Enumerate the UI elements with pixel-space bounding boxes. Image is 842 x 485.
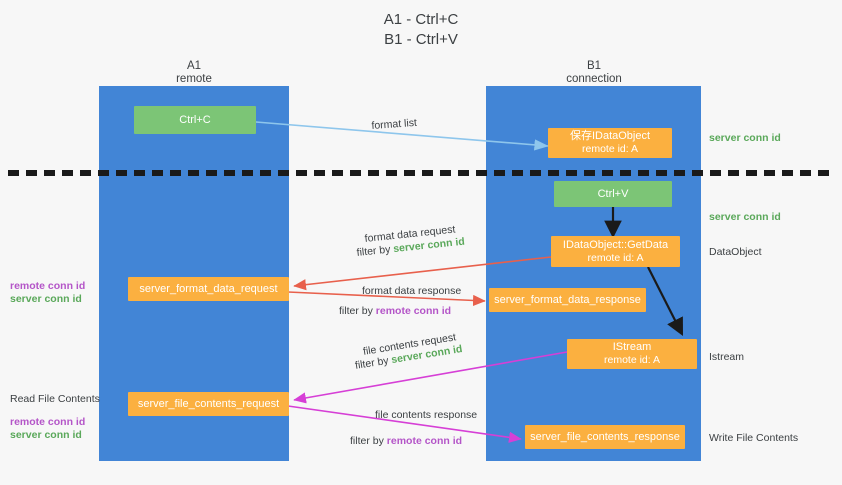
filter-id-remote-conn-id-1: remote conn id — [375, 305, 452, 317]
node-server-file-contents-request[interactable]: server_file_contents_request — [128, 392, 289, 416]
right-label-istream: Istream — [709, 351, 745, 363]
right-label-dataobject: DataObject — [709, 246, 762, 258]
lane-a1-subtitle: remote — [176, 73, 212, 85]
node-server-file-contents-response[interactable]: server_file_contents_response — [525, 425, 685, 449]
node-server-format-data-request[interactable]: server_format_data_request — [128, 277, 289, 301]
edge-label-format-data-response: format data response — [362, 285, 462, 297]
node-ctrl-c[interactable]: Ctrl+C — [134, 106, 256, 134]
edge-label-file-contents-response: file contents response — [375, 409, 478, 421]
node-idataobject-getdata-remote-id: remote id: A — [587, 251, 644, 264]
node-server-format-data-response-label: server_format_data_response — [494, 293, 641, 306]
node-idataobject-getdata[interactable]: IDataObject::GetData remote id: A — [551, 236, 680, 267]
left-label-server-conn-id-1: server conn id — [10, 293, 82, 305]
lane-b1-subtitle: connection — [566, 73, 622, 85]
node-istream-remote-id: remote id: A — [603, 354, 661, 366]
title-line-2: B1 - Ctrl+V — [384, 31, 458, 48]
lane-b1-title: B1 — [586, 60, 602, 72]
edge-label-format-data-response-filter: filter by remote conn id — [339, 304, 451, 318]
right-label-write-file-contents: Write File Contents — [709, 432, 799, 444]
filter-prefix-3: filter by — [354, 354, 393, 372]
node-ctrl-c-label: Ctrl+C — [179, 113, 211, 126]
filter-prefix-4: filter by — [350, 435, 387, 447]
node-server-file-contents-request-label: server_file_contents_request — [137, 397, 280, 410]
filter-prefix-2: filter by — [339, 305, 376, 317]
right-label-server-conn-id-second: server conn id — [709, 211, 781, 223]
node-save-idataobject-label: 保存IDataObject — [569, 130, 651, 142]
edge-label-format-list: format list — [371, 116, 418, 132]
filter-id-remote-conn-id-2: remote conn id — [386, 435, 463, 447]
node-ctrl-v[interactable]: Ctrl+V — [554, 181, 672, 207]
left-label-remote-conn-id-2: remote conn id — [10, 416, 86, 428]
left-label-remote-conn-id-1: remote conn id — [10, 280, 86, 292]
lane-header-b1: B1 connection — [524, 60, 664, 86]
left-label-read-file-contents: Read File Contents — [10, 393, 100, 405]
node-idataobject-getdata-label: IDataObject::GetData — [562, 238, 669, 251]
node-istream[interactable]: IStream remote id: A — [567, 339, 697, 369]
node-ctrl-v-label: Ctrl+V — [597, 187, 629, 200]
node-save-idataobject[interactable]: 保存IDataObject remote id: A — [548, 128, 672, 158]
phase-separator-dashed-line — [8, 170, 834, 176]
node-save-idataobject-remote-id: remote id: A — [581, 143, 639, 155]
title-line-1: A1 - Ctrl+C — [383, 11, 459, 28]
right-label-server-conn-id-top: server conn id — [709, 132, 781, 144]
node-istream-label: IStream — [612, 341, 652, 353]
lane-header-a1: A1 remote — [124, 60, 264, 86]
left-label-server-conn-id-2: server conn id — [10, 429, 82, 441]
diagram-title: A1 - Ctrl+C B1 - Ctrl+V — [0, 10, 842, 50]
lane-a1-title: A1 — [186, 60, 202, 72]
node-server-file-contents-response-label: server_file_contents_response — [530, 430, 680, 443]
node-server-format-data-response[interactable]: server_format_data_response — [489, 288, 646, 312]
node-server-format-data-request-label: server_format_data_request — [139, 282, 278, 295]
edge-label-file-contents-response-filter: filter by remote conn id — [350, 434, 462, 448]
filter-prefix-1: filter by — [356, 243, 394, 259]
